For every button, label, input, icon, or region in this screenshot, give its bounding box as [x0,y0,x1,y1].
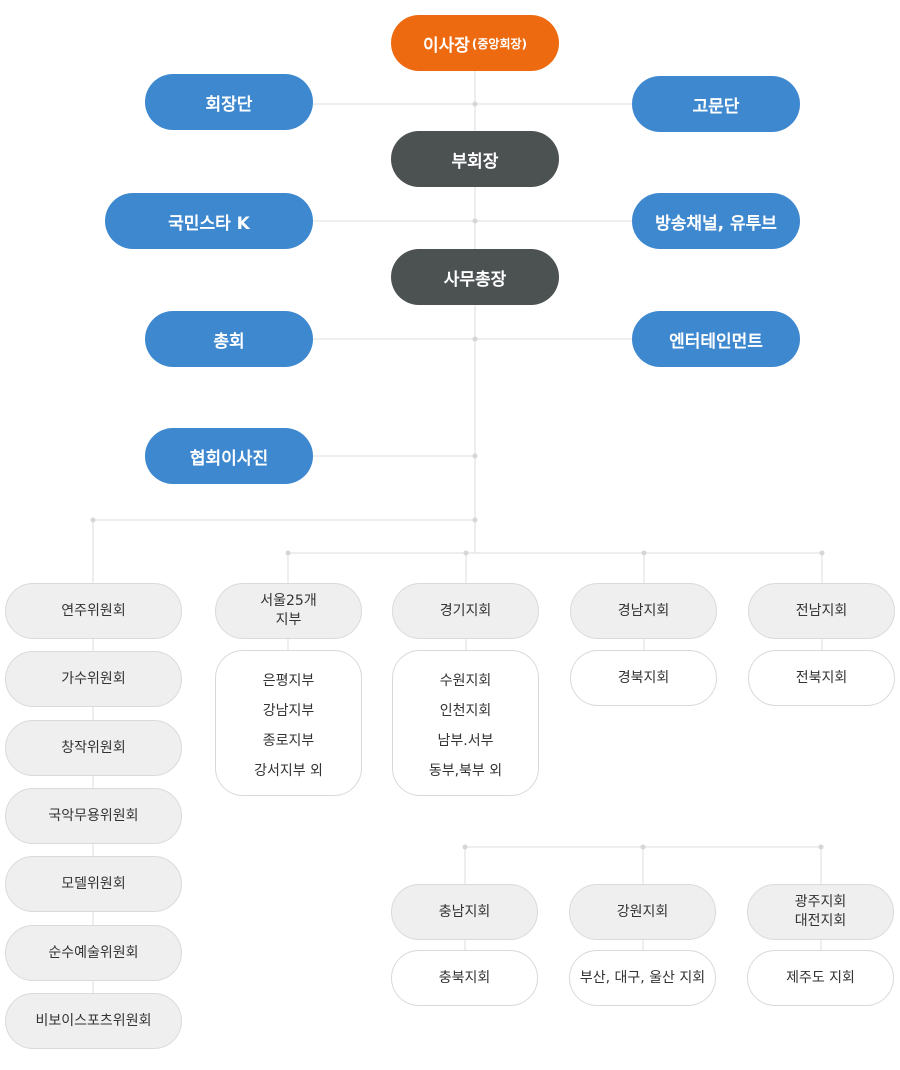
node-chairman-subtitle: (중앙회장) [471,36,528,51]
sub-branch-item: 은평지부 [262,673,315,689]
committee-node: 창작위원회 [5,720,182,776]
sub-branch-item: 종로지부 [262,733,315,749]
sub-branch-item: 수원지회 [439,673,492,689]
branch-node-gangwon: 강원지회 [569,884,716,940]
sub-branch-item: 동부,북부 외 [428,763,503,779]
branch-sublist-seoul: 은평지부 강남지부 종로지부 강서지부 외 [215,650,362,796]
node-national-star-k: 국민스타 K [105,193,313,249]
branch-node-chungnam: 충남지회 [391,884,538,940]
committee-node: 모델위원회 [5,856,182,912]
branch-node-gwangju-daejeon: 광주지회 대전지회 [747,884,894,940]
committee-node: 국악무용위원회 [5,788,182,844]
sub-branch-gyeongbuk: 경북지회 [570,650,717,706]
sub-branch-item: 강남지부 [262,703,315,719]
node-board-of-directors: 협회이사진 [145,428,313,484]
sub-branch-item: 남부.서부 [437,733,494,749]
committee-node: 가수위원회 [5,651,182,707]
node-entertainment: 엔터테인먼트 [632,311,800,367]
branch-sublist-gyeonggi: 수원지회 인천지회 남부.서부 동부,북부 외 [392,650,539,796]
branch-node-seoul: 서울25개 지부 [215,583,362,639]
sub-branch-item: 인천지회 [439,703,492,719]
sub-branch-busan-daegu-ulsan: 부산, 대구, 울산 지회 [569,950,716,1006]
committee-node: 연주위원회 [5,583,182,639]
node-advisors-group: 고문단 [632,76,800,132]
sub-branch-jeonbuk: 전북지회 [748,650,895,706]
sub-branch-chungbuk: 충북지회 [391,950,538,1006]
node-chairman: 이사장(중앙회장) [391,15,559,71]
node-secretary-general: 사무총장 [391,249,559,305]
sub-branch-item: 강서지부 외 [254,763,323,779]
branch-node-gyeongnam: 경남지회 [570,583,717,639]
committee-node: 순수예술위원회 [5,925,182,981]
sub-branch-jeju: 제주도 지회 [747,950,894,1006]
branch-node-gyeonggi: 경기지회 [392,583,539,639]
committee-node: 비보이스포츠위원회 [5,993,182,1049]
node-vice-president: 부회장 [391,131,559,187]
node-presidents-group: 회장단 [145,74,313,130]
node-chairman-title: 이사장 [422,35,470,56]
node-general-assembly: 총회 [145,311,313,367]
branch-node-jeonnam: 전남지회 [748,583,895,639]
node-broadcast-youtube: 방송채널, 유투브 [632,193,800,249]
